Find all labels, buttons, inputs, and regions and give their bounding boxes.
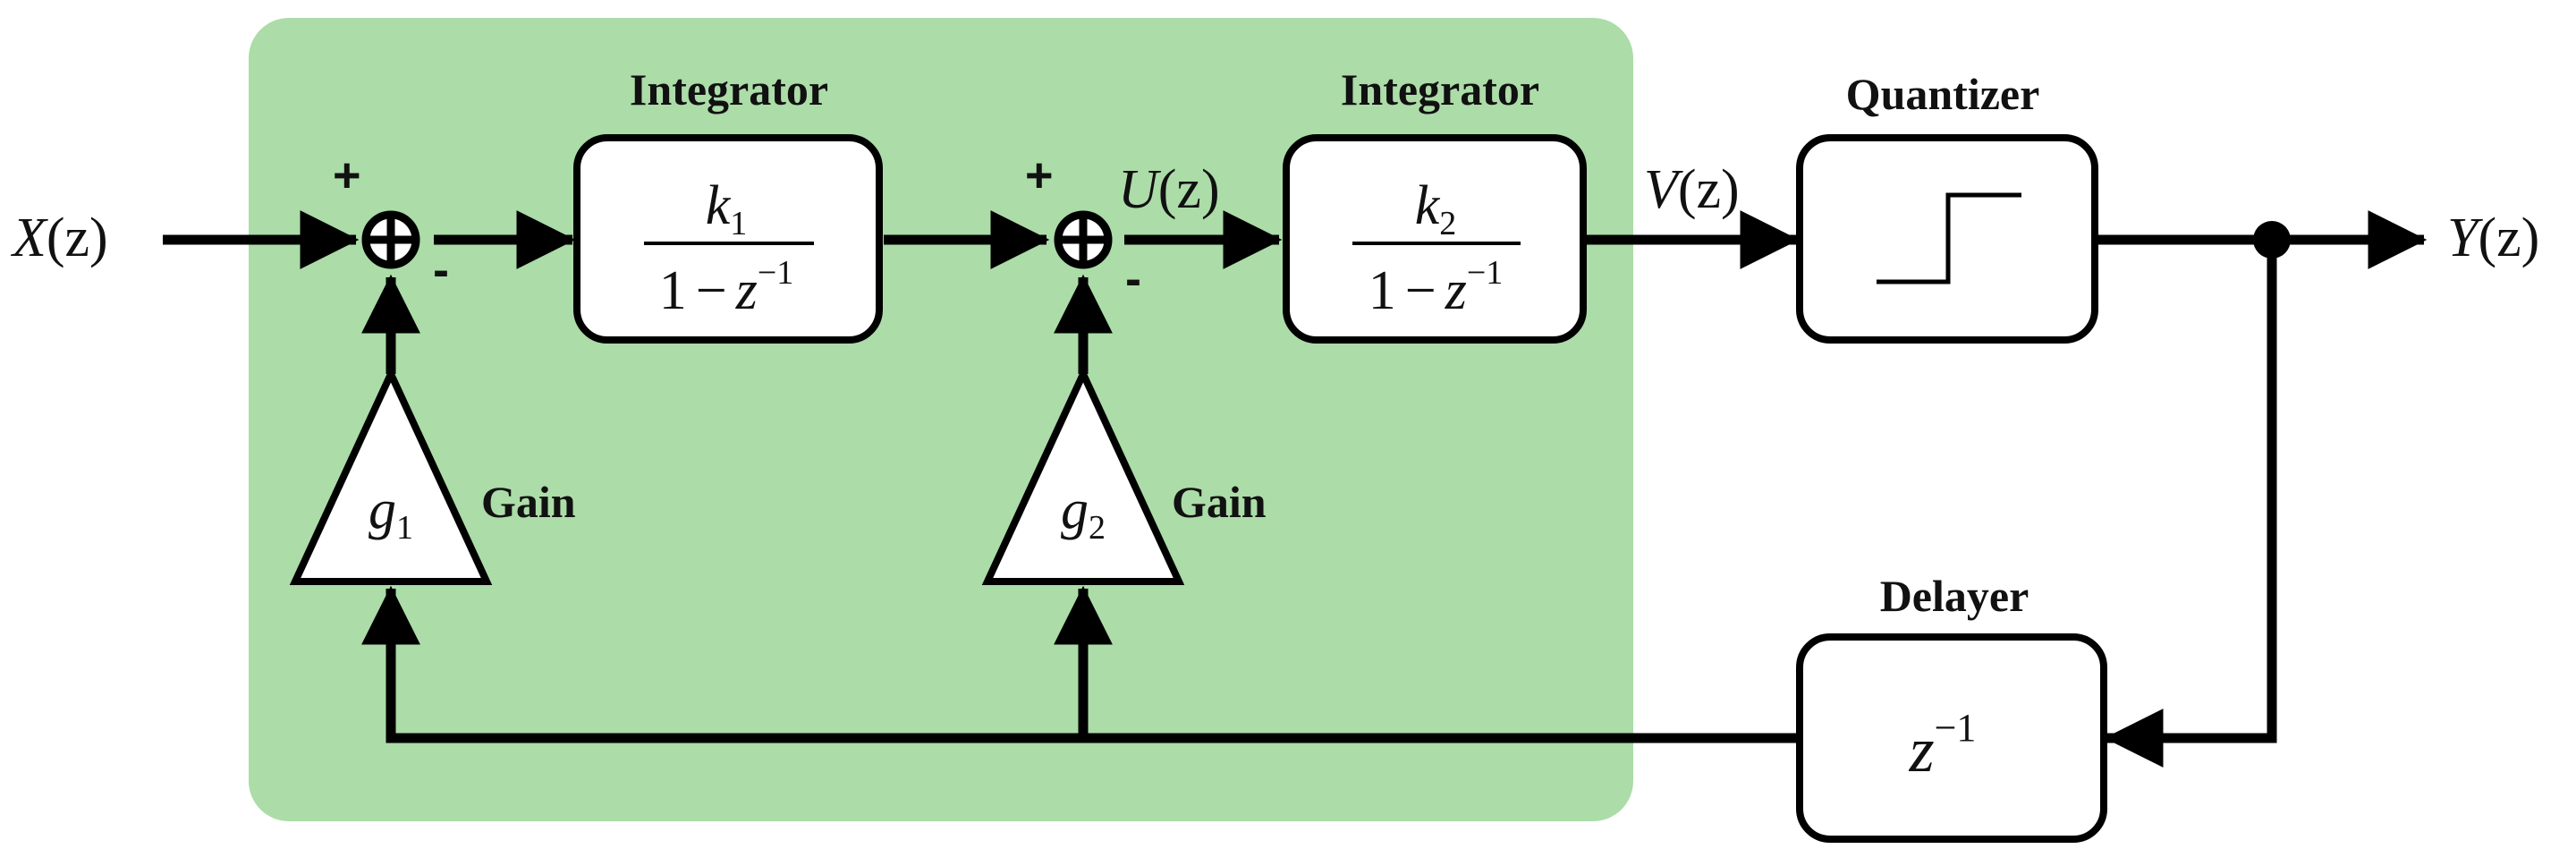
delayer-title: Delayer xyxy=(1880,571,2029,621)
delayer-block: Delayer z−1 xyxy=(1796,571,2107,843)
integrator-2-title: Integrator xyxy=(1341,64,1539,115)
summing-junction-1: + - xyxy=(333,149,449,297)
quantizer-block: Quantizer xyxy=(1796,69,2098,344)
delayer-transfer-function: z−1 xyxy=(1909,706,1977,785)
integrator-1-numerator: k1 xyxy=(706,175,748,242)
integrator-2-denominator: 1−z−1 xyxy=(1368,254,1504,321)
gain-1-value: g1 xyxy=(369,480,413,547)
sum2-minus-sign: - xyxy=(1125,252,1141,306)
quantizer-title: Quantizer xyxy=(1846,69,2040,119)
gain-2-label: Gain xyxy=(1172,477,1267,527)
quantizer-step-icon xyxy=(1877,192,2021,284)
gain-2-block: g2 Gain xyxy=(981,365,1267,585)
u-signal-label: U(z) xyxy=(1118,159,1220,220)
input-signal-label: X(z) xyxy=(10,208,108,268)
gain-1-block: g1 Gain xyxy=(289,365,576,585)
integrator-2-numerator: k2 xyxy=(1415,175,1457,242)
sum2-plus-sign: + xyxy=(1025,149,1054,202)
gain-1-label: Gain xyxy=(481,477,576,527)
output-signal-label: Y(z) xyxy=(2447,208,2539,268)
integrator-2-block: Integrator k2 1−z−1 xyxy=(1283,64,1587,344)
integrator-1-block: Integrator k1 1−z−1 xyxy=(573,64,883,344)
integrator-1-denominator: 1−z−1 xyxy=(659,254,794,321)
sum1-minus-sign: - xyxy=(433,243,449,297)
gain-2-value: g2 xyxy=(1061,480,1106,547)
integrator-1-title: Integrator xyxy=(630,64,828,115)
sum1-plus-sign: + xyxy=(333,149,361,202)
v-signal-label: V(z) xyxy=(1644,159,1740,220)
feedback-down-wire xyxy=(2104,240,2277,768)
summing-junction-2: + - xyxy=(1025,149,1141,306)
